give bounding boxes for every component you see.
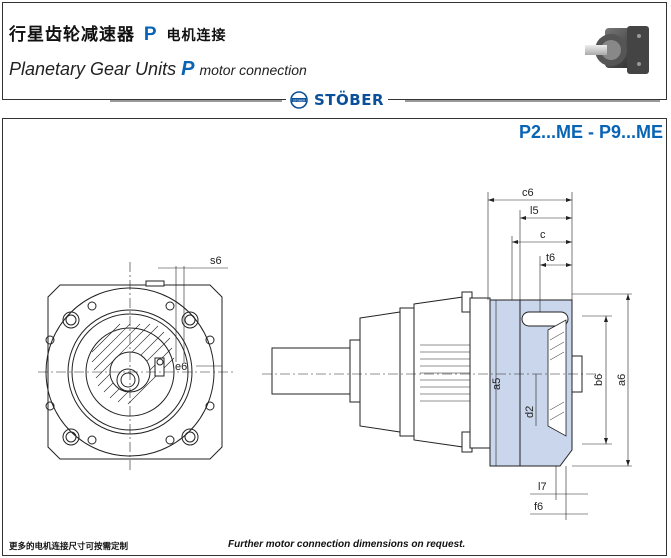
footer-note-en: Further motor connection dimensions on r…	[228, 539, 466, 550]
dim-t6: t6	[546, 252, 555, 264]
svg-text:STOBER: STOBER	[293, 98, 306, 102]
dim-b6: b6	[593, 374, 605, 386]
gear-unit-photo	[585, 26, 649, 74]
title-cn-suffix: 电机连接	[166, 28, 227, 44]
dim-d2: d2	[524, 406, 536, 418]
title-en-suffix: motor connection	[199, 62, 307, 78]
dim-c: c	[540, 229, 546, 241]
dim-l7: l7	[538, 481, 547, 493]
title-chinese: 行星齿轮减速器 P 电机连接	[9, 20, 227, 46]
title-en-p: P	[181, 58, 195, 80]
brand-logo-block: STOBER STÖBER	[286, 90, 389, 110]
header-divider	[110, 100, 660, 102]
dim-a6: a6	[616, 374, 628, 386]
stober-logo-icon: STOBER	[290, 91, 308, 109]
title-en-text: Planetary Gear Units	[9, 59, 177, 79]
front-view	[38, 262, 235, 470]
dim-c6: c6	[522, 187, 534, 199]
dim-s6: s6	[210, 255, 222, 267]
dim-l5: l5	[530, 205, 539, 217]
drawing-panel	[2, 118, 667, 556]
dimension-labels: s6 e6 c6 l5 c t6 a5 d2 b6 a6 l7 f6	[175, 187, 628, 513]
brand-name: STÖBER	[314, 91, 385, 109]
dim-f6: f6	[534, 501, 543, 513]
dim-e6: e6	[175, 361, 187, 373]
side-view	[262, 192, 632, 520]
title-cn-text: 行星齿轮减速器	[9, 25, 135, 45]
dim-a5: a5	[491, 378, 503, 390]
header-panel	[2, 2, 667, 100]
series-label: P2...ME - P9...ME	[518, 122, 663, 142]
title-english: Planetary Gear Units P motor connection	[9, 58, 307, 81]
title-cn-p: P	[143, 24, 158, 45]
technical-drawing: s6 e6 c6 l5 c t6 a5 d2 b6 a6 l7 f6	[38, 187, 632, 520]
footer-note-cn: 更多的电机连接尺寸可按需定制	[9, 542, 129, 552]
